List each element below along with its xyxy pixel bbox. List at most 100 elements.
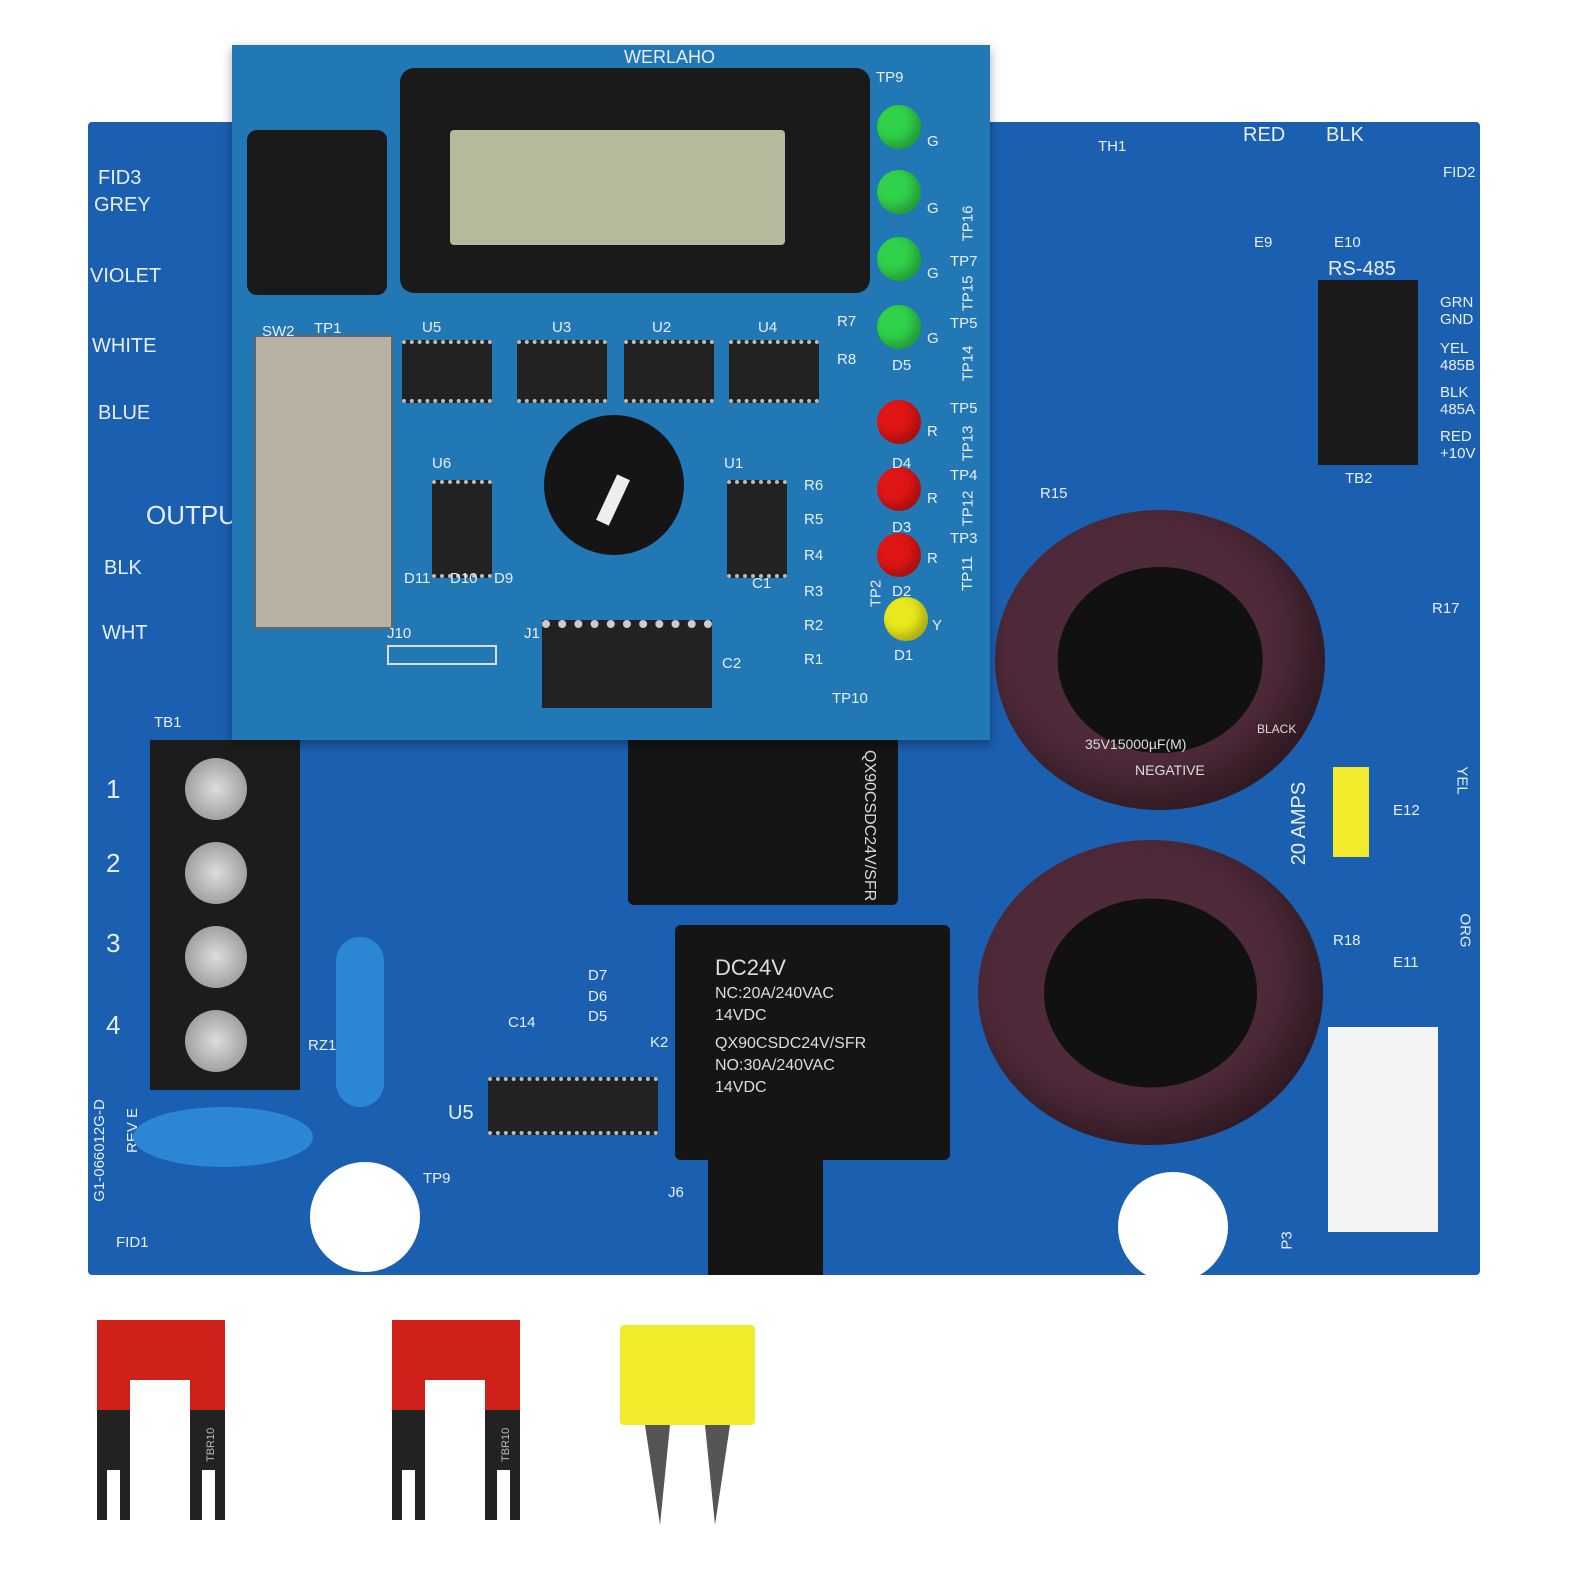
- label: GRN GND: [1440, 294, 1474, 328]
- led-green: [877, 305, 921, 349]
- relay-k1: QX90CSDC24V/SFR: [628, 730, 898, 905]
- label: BLK: [104, 557, 142, 579]
- label: R6: [804, 477, 824, 494]
- relay-text: QX90CSDC24V/SFR: [861, 750, 878, 902]
- led-red: [877, 467, 921, 511]
- label: 4: [106, 1010, 121, 1040]
- label: FID1: [116, 1234, 149, 1251]
- ic-chip: [402, 340, 492, 403]
- label: YEL 485B: [1440, 340, 1476, 374]
- jumper-text: TBR10: [500, 1428, 512, 1462]
- label: TB2: [1345, 470, 1373, 487]
- led-red: [877, 533, 921, 577]
- label: VIOLET: [90, 265, 162, 287]
- label: J6: [668, 1184, 684, 1201]
- ic-chip: [727, 480, 787, 578]
- spade-jumper: TBR10: [97, 1320, 225, 1520]
- label: E10: [1334, 234, 1361, 251]
- label: TP7: [950, 253, 978, 270]
- relay-text: NC:20A/240VAC: [715, 985, 834, 1002]
- label: C1: [752, 575, 772, 592]
- label: R18: [1333, 932, 1361, 949]
- led-label: R: [927, 550, 938, 567]
- label: 1: [106, 774, 121, 804]
- ic-chip: [488, 1077, 658, 1135]
- label: WHITE: [92, 335, 157, 357]
- lcd-display: [400, 68, 870, 293]
- slide-switch-sw2[interactable]: [254, 335, 393, 629]
- capacitor-text: BLACK: [1257, 722, 1297, 736]
- label: D10: [450, 570, 478, 587]
- label: U2: [652, 319, 672, 336]
- label: GREY: [94, 194, 151, 216]
- label: TP14: [959, 345, 977, 382]
- ic-chip: [517, 340, 607, 403]
- label: ORG: [1456, 913, 1474, 948]
- label: TP11: [958, 556, 976, 591]
- label: TP15: [959, 275, 977, 312]
- label: BLUE: [98, 402, 151, 424]
- label: SW2: [262, 323, 295, 340]
- label: J1: [524, 625, 540, 642]
- varistor: [336, 937, 384, 1107]
- terminal-screw-4[interactable]: [185, 1010, 247, 1072]
- label: D4: [892, 455, 912, 472]
- label: TP3: [950, 530, 978, 547]
- label: J10: [387, 625, 412, 642]
- label: TP1: [314, 320, 342, 337]
- capacitor: 35V15000µF(M) NEGATIVE BLACK: [995, 510, 1325, 810]
- label: R3: [804, 583, 824, 600]
- terminal-screw-3[interactable]: [185, 926, 247, 988]
- label: D1: [894, 647, 914, 664]
- terminal-screw-1[interactable]: [185, 758, 247, 820]
- label: TP13: [959, 425, 977, 462]
- label: TP9: [423, 1170, 451, 1187]
- label: U3: [552, 319, 572, 336]
- label: TP2: [867, 579, 885, 608]
- label: R1: [804, 651, 824, 668]
- header-j10: [387, 645, 497, 665]
- label: U1: [724, 455, 744, 472]
- label: 2: [106, 848, 121, 878]
- relay-terminal: [708, 1140, 823, 1275]
- capacitor-text: 35V15000µF(M): [1085, 736, 1187, 752]
- label: TH1: [1098, 138, 1127, 155]
- jumper-text: TBR10: [205, 1428, 217, 1462]
- label: 3: [106, 928, 121, 958]
- label: E9: [1254, 234, 1273, 251]
- ic-chip: [729, 340, 819, 403]
- label: C14: [508, 1014, 536, 1031]
- label: WHT: [102, 622, 148, 644]
- label: TP9: [876, 69, 904, 86]
- relay-text: NO:30A/240VAC: [715, 1057, 835, 1074]
- label: RZ1: [308, 1037, 337, 1054]
- led-label: G: [927, 330, 939, 347]
- label: RED: [1243, 124, 1286, 146]
- label: E11: [1393, 954, 1419, 971]
- label: BLK 485A: [1440, 384, 1476, 418]
- relay-text: DC24V: [715, 955, 786, 980]
- spade-jumper: TBR10: [392, 1320, 520, 1520]
- label: E12: [1393, 802, 1420, 819]
- rs485-connector: [1318, 280, 1418, 465]
- ic-chip: [432, 480, 492, 578]
- led-green: [877, 170, 921, 214]
- label: OUTPU: [146, 500, 237, 530]
- fuse-label: 20 AMPS: [1288, 781, 1311, 866]
- label: FID3: [98, 167, 142, 189]
- label: YEL: [1453, 766, 1471, 795]
- label: TP5: [950, 315, 978, 332]
- label: D6: [588, 988, 608, 1005]
- brand-label: WERLAHO: [624, 47, 716, 67]
- mounting-hole: [1118, 1172, 1228, 1282]
- potentiometer-knob[interactable]: [544, 415, 684, 555]
- label: R7: [837, 313, 857, 330]
- led-yellow: [884, 597, 928, 641]
- label: K2: [650, 1034, 669, 1051]
- varistor: [133, 1107, 313, 1167]
- label: TB1: [154, 714, 182, 731]
- part-number: G1-066012G-D: [90, 1099, 108, 1202]
- label: TP5: [950, 400, 978, 417]
- terminal-screw-2[interactable]: [185, 842, 247, 904]
- label: R5: [804, 511, 824, 528]
